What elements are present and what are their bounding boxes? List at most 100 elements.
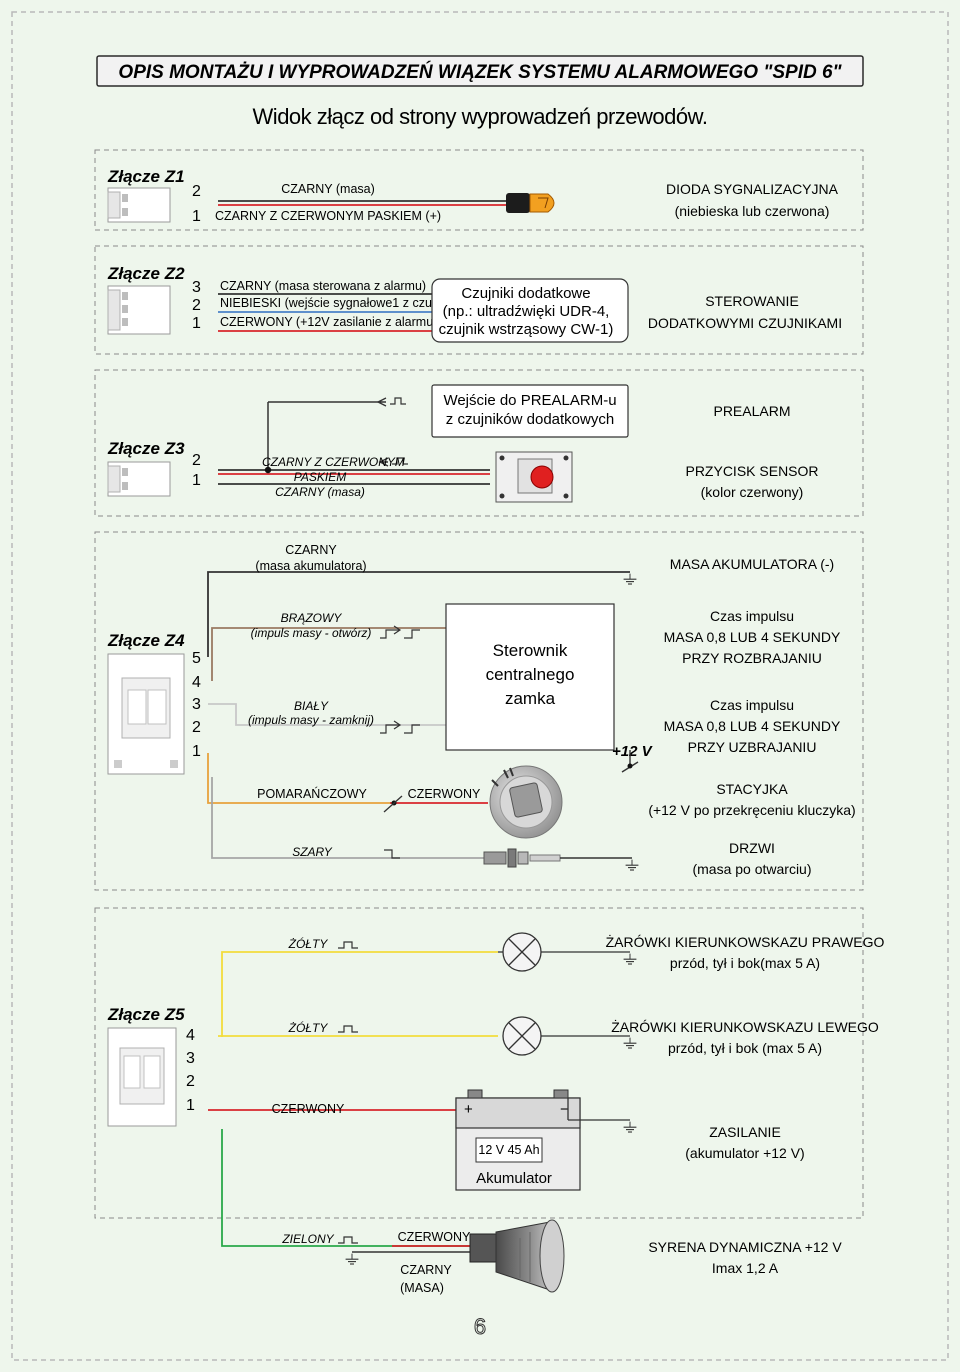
z3-dest-line2: (kolor czerwony) — [701, 484, 804, 500]
z3-box-line2: z czujników dodatkowych — [446, 411, 614, 428]
siren-icon — [469, 1219, 565, 1293]
switch-icon — [383, 795, 403, 813]
z4-open-line1: Czas impulsu — [710, 608, 794, 624]
pulse-arrow-icon — [384, 849, 400, 859]
z4-module-line1: Sterownik — [493, 641, 568, 660]
sensor-button-icon — [495, 451, 573, 503]
pulse-arrow-icon — [376, 397, 406, 407]
ground-icon — [624, 858, 640, 871]
led-icon — [506, 193, 555, 213]
z4-white-line1: BIAŁY — [294, 699, 329, 713]
siren-black-line1: CZARNY — [400, 1263, 452, 1277]
battery-name: Akumulator — [476, 1170, 552, 1187]
z1-pin2: 2 — [192, 183, 201, 200]
z5-title: Złącze Z5 — [107, 1005, 185, 1024]
z4-pin4: 4 — [192, 674, 201, 691]
switch-icon — [621, 750, 639, 773]
z5-pin3: 3 — [186, 1050, 195, 1067]
z3-wire1-label: CZARNY (masa) — [275, 485, 365, 499]
door-switch-icon — [483, 848, 632, 868]
page-number: 6 — [474, 1314, 486, 1339]
pulse-train-icon — [338, 1236, 358, 1244]
z2-wire1-label: CZERWONY (+12V zasilanie z alarmu) — [220, 315, 437, 329]
z4-close-line2: MASA 0,8 LUB 4 SEKUNDY — [664, 718, 841, 734]
section-z2: Złącze Z2 3 2 1 CZARNY (masa sterowana z… — [107, 264, 842, 343]
z4-brown-line2: (impuls masy - otwórz) — [251, 626, 372, 640]
siren-dest-line2: Imax 1,2 A — [712, 1260, 779, 1276]
ground-icon — [622, 1120, 638, 1133]
z5-pin1: 1 — [186, 1097, 195, 1114]
z5-pin2: 2 — [186, 1073, 195, 1090]
z2-box-line3: czujnik wstrząsowy CW-1) — [439, 321, 614, 338]
z4-door-line2: (masa po otwarciu) — [692, 861, 811, 877]
z4-plus12: +12 V — [612, 743, 654, 760]
page-title: OPIS MONTAŻU I WYPROWADZEŃ WIĄZEK SYSTEM… — [118, 61, 842, 83]
z4-mass-line1: CZARNY — [285, 543, 337, 557]
z5-connector — [107, 1027, 177, 1127]
z3-wire2-label-line1: CZARNY Z CZERWONYM — [262, 455, 405, 469]
z5-left-line2: przód, tył i bok (max 5 A) — [668, 1040, 822, 1056]
ground-icon — [622, 572, 638, 585]
z1-connector — [107, 187, 171, 223]
z3-connector — [107, 461, 171, 497]
siren-green-label: ZIELONY — [281, 1232, 334, 1246]
z2-dest-line1: STEROWANIE — [705, 293, 799, 309]
bulb-icon — [498, 932, 630, 972]
z3-box-line1: Wejście do PREALARM-u — [443, 392, 616, 409]
z4-pin5: 5 — [192, 650, 201, 667]
z1-title: Złącze Z1 — [107, 167, 185, 186]
z5-red-label: CZERWONY — [272, 1102, 345, 1116]
z4-wire-orange — [207, 753, 390, 804]
z3-dest-top: PREALARM — [713, 403, 790, 419]
ground-icon — [622, 952, 638, 965]
z5-pin4: 4 — [186, 1027, 195, 1044]
z4-mass-dest: MASA AKUMULATORA (-) — [670, 556, 834, 572]
page-subtitle: Widok złącz od strony wyprowadzeń przewo… — [253, 104, 708, 129]
z4-mass-line2: (masa akumulatora) — [255, 559, 366, 573]
z5-yellow-top-label: ŻÓŁTY — [288, 936, 329, 951]
z5-wire-yellow-right — [221, 951, 498, 1037]
section-z5: Złącze Z5 4 3 2 1 ŻÓŁTY ŻARÓWKI KIERUNKO… — [107, 932, 884, 1191]
siren-red-label: CZERWONY — [398, 1230, 471, 1244]
z2-wire2-label: NIEBIESKI (wejście sygnałowe1 z czujnikó… — [220, 296, 471, 310]
z5-left-line1: ŻARÓWKI KIERUNKOWSKAZU LEWEGO — [611, 1018, 879, 1035]
z2-box-line1: Czujniki dodatkowe — [461, 285, 590, 302]
central-lock-module: Sterownik centralnego zamka — [445, 603, 615, 751]
ground-icon — [344, 1252, 360, 1265]
title-bar: OPIS MONTAŻU I WYPROWADZEŃ WIĄZEK SYSTEM… — [96, 55, 864, 87]
battery-plus: + — [464, 1101, 473, 1118]
z1-wire1-label: CZARNY Z CZERWONYM PASKIEM (+) — [215, 209, 441, 223]
z4-pin2: 2 — [192, 719, 201, 736]
section-siren: ZIELONY CZERWONY CZARNY (MASA) SYRENA DY… — [221, 1129, 842, 1295]
z4-close-line1: Czas impulsu — [710, 697, 794, 713]
pulse-arrow-icon — [378, 457, 408, 467]
z2-dest-line2: DODATKOWYMI CZUJNIKAMI — [648, 315, 842, 331]
z1-wire2-label: CZARNY (masa) — [281, 182, 375, 196]
battery-icon: + − 12 V 45 Ah Akumulator — [455, 1089, 581, 1191]
z1-pin1: 1 — [192, 208, 201, 225]
section-z5-border — [94, 907, 864, 1219]
z4-wire-brown — [211, 627, 446, 681]
z4-module-line3: zamka — [505, 689, 556, 708]
z3-wire2-label-line2: PASKIEM — [294, 470, 346, 484]
z2-pin3: 3 — [192, 279, 201, 296]
z2-sensors-box: Czujniki dodatkowe (np.: ultradźwięki UD… — [431, 278, 629, 343]
z4-open-line2: MASA 0,8 LUB 4 SEKUNDY — [664, 629, 841, 645]
z4-pin3: 3 — [192, 696, 201, 713]
section-z3-border — [94, 369, 864, 517]
z3-pin2: 2 — [192, 452, 201, 469]
z5-right-line2: przód, tył i bok(max 5 A) — [670, 955, 820, 971]
z4-title: Złącze Z4 — [107, 631, 185, 650]
z4-orange-label: POMARAŃCZOWY — [257, 786, 367, 801]
z4-module-line2: centralnego — [486, 665, 575, 684]
z2-wire3-label: CZARNY (masa sterowana z alarmu) — [220, 279, 426, 293]
z4-connector — [107, 653, 185, 775]
z4-door-line1: DRZWI — [729, 840, 775, 856]
z3-pin1: 1 — [192, 472, 201, 489]
page-frame — [11, 11, 949, 1361]
z5-yellow-mid-label: ŻÓŁTY — [288, 1020, 329, 1035]
z2-connector — [107, 285, 171, 335]
z2-box-line2: (np.: ultradźwięki UDR-4, — [443, 303, 610, 320]
